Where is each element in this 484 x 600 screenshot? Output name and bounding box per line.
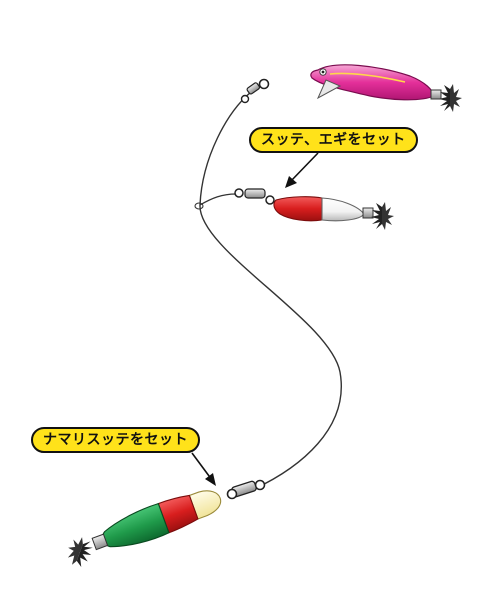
top-swivel [240,78,270,104]
main-line [194,87,342,491]
callout-arrows [191,152,319,486]
bottom-swivel [226,479,266,500]
callout-namari-sutte: ナマリスッテをセット [31,427,200,453]
namari-hook-tuft [63,533,96,570]
callout-sutte-egi: スッテ、エギをセット [249,127,418,153]
egi-pink-lure [310,64,462,112]
sutte-red-white-lure [234,188,394,230]
namari-sutte-lure [91,490,222,551]
